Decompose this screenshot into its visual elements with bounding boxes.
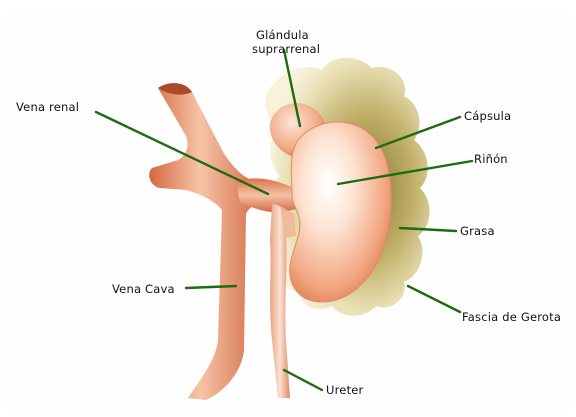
label-grasa: Grasa [460, 225, 495, 238]
label-ureter: Ureter [326, 384, 363, 397]
label-fascia: Fascia de Gerota [462, 311, 561, 324]
leader-ureter [284, 370, 322, 390]
label-vena-cava: Vena Cava [112, 283, 175, 296]
leader-fascia [408, 286, 460, 312]
label-rinon: Riñón [474, 153, 508, 166]
label-capsula: Cápsula [464, 110, 511, 123]
label-glandula-line2: suprarrenal [252, 43, 320, 56]
label-glandula-line1: Glándula [256, 29, 309, 42]
label-vena-renal: Vena renal [16, 101, 79, 114]
vena-cava-shape [149, 83, 262, 400]
